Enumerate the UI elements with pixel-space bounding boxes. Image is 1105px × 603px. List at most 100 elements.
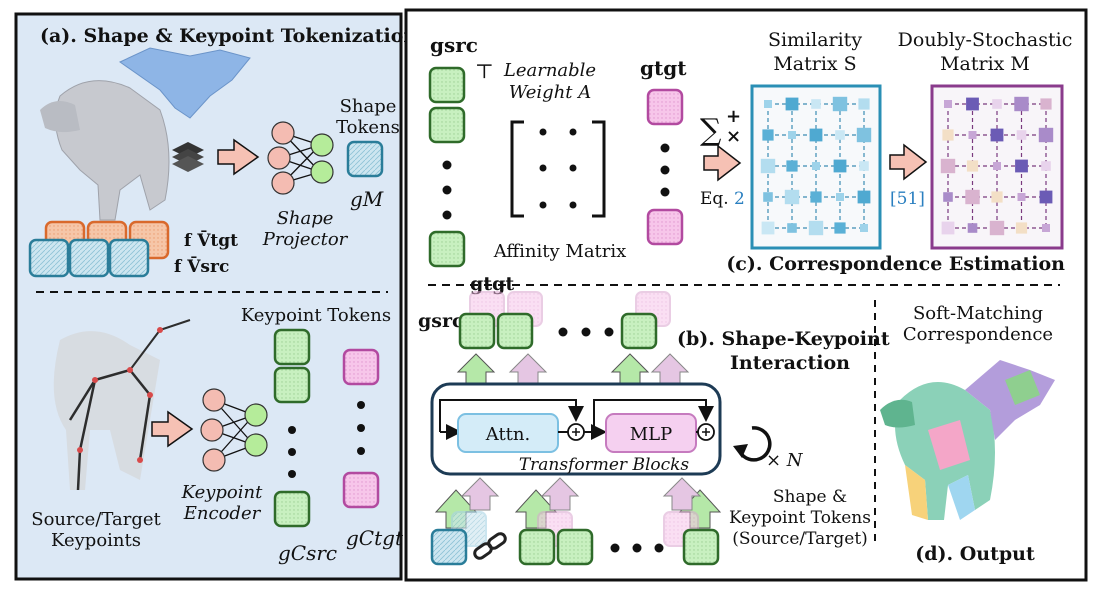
matrix-cell [993, 162, 1001, 170]
source-keypoint-tokens [273, 328, 311, 528]
matrix-cell [1017, 193, 1026, 201]
doubly-label-1: Doubly-Stochastic [898, 29, 1073, 51]
matrix-cell [856, 127, 872, 143]
panel-a-title: (a). Shape & Keypoint Tokenization [40, 25, 417, 47]
f-src-label: f V̄src [174, 256, 229, 277]
matrix-cell [1042, 224, 1050, 232]
ref-label: [51] [890, 189, 925, 209]
tokens-label-2: Keypoint Tokens [729, 508, 871, 528]
shape-token-box [346, 140, 384, 178]
c-g-tgt-label: gtgt [640, 56, 687, 80]
shape-mesh-illustration [40, 47, 251, 221]
residual-1 [439, 399, 584, 432]
matrix-cell [942, 129, 954, 141]
matrix-cell [835, 130, 845, 140]
doubly-matrix-grid [940, 96, 1054, 236]
plus-symbol: + [726, 106, 741, 127]
matrix-cell [1014, 96, 1029, 112]
matrix-cell [1016, 130, 1027, 140]
c-g-src-label: gsrc [430, 33, 478, 57]
b-up-arrows-top [456, 353, 690, 386]
shape-projector-label-2: Projector [262, 229, 349, 250]
matrix-cell [941, 221, 955, 235]
shape-tokens-label-1: Shape [340, 96, 397, 117]
keypoint-skeleton-illustration [53, 319, 191, 491]
matrix-cell [1040, 98, 1052, 110]
matrix-cell [1015, 159, 1028, 173]
b-g-src-label: gsrc [418, 310, 464, 332]
matrix-cell [965, 189, 980, 205]
matrix-cell [809, 128, 823, 142]
source-target-label-1: Source/Target [31, 509, 161, 530]
source-target-label-2: Keypoints [51, 530, 141, 551]
matrix-cell [1015, 222, 1028, 234]
similarity-matrix-grid [760, 96, 872, 236]
c-source-tokens [428, 66, 466, 268]
matrix-cell [811, 99, 821, 109]
target-keypoint-tokens [342, 348, 380, 509]
transpose-symbol: ⊤ [475, 59, 494, 83]
soft-matching-label-1: Soft-Matching [913, 303, 1043, 324]
source-shape-tokens [28, 238, 150, 278]
matrix-cell [762, 129, 774, 141]
arrow-to-doubly [889, 143, 928, 181]
b-g-tgt-label: gtgt [470, 273, 514, 295]
matrix-cell [1041, 161, 1051, 171]
doubly-label-2: Matrix M [940, 53, 1030, 75]
learnable-weight-label-1: Learnable [503, 60, 596, 81]
matrix-cell [968, 131, 977, 139]
matrix-cell [858, 98, 870, 110]
matrix-cell [966, 160, 979, 172]
matrix-cell [763, 192, 773, 202]
matrix-cell [989, 220, 1005, 236]
output-mesh-illustration [880, 360, 1055, 520]
matrix-cell [785, 97, 799, 111]
panel-c-title: (c). Correspondence Estimation [726, 253, 1065, 275]
matrix-cell [784, 189, 800, 205]
layers-icon [172, 142, 204, 172]
matrix-cell [992, 99, 1002, 109]
matrix-cell [760, 158, 776, 174]
mlp-label: MLP [630, 424, 673, 445]
eq-number: 2 [734, 189, 745, 209]
matrix-cell [966, 97, 979, 111]
shape-projector-network [267, 121, 334, 195]
matrix-cell [990, 128, 1004, 142]
learnable-weight-label-2: Weight A [509, 82, 592, 103]
chain-link-icon [473, 532, 507, 560]
f-tgt-label: f V̄tgt [184, 230, 238, 251]
panel-d-title: (d). Output [915, 543, 1035, 565]
arrow-to-projector [217, 138, 260, 176]
tokens-label-1: Shape & [773, 487, 847, 507]
affinity-matrix-brackets [510, 120, 606, 218]
affinity-matrix-label: Affinity Matrix [493, 241, 627, 262]
matrix-cell [787, 223, 797, 233]
keypoint-encoder-label-2: Encoder [183, 503, 262, 524]
repeat-icon [733, 426, 772, 462]
matrix-cell [944, 100, 952, 108]
c-target-tokens [646, 88, 684, 246]
matrix-cell [834, 222, 846, 234]
matrix-cell [991, 191, 1003, 203]
shape-tokens-label-2: Tokens [336, 117, 400, 138]
matrix-cell [810, 191, 822, 203]
attn-label: Attn. [485, 424, 530, 445]
keypoint-tokens-label: Keypoint Tokens [241, 305, 391, 326]
panel-b-title-1: (b). Shape-Keypoint [677, 328, 890, 350]
soft-matching-label-2: Correspondence [903, 324, 1053, 345]
repeat-label: × N [766, 450, 804, 471]
panel-b-title-2: Interaction [730, 352, 850, 374]
times-symbol: × [726, 126, 741, 147]
matrix-cell [764, 100, 772, 108]
matrix-cell [1039, 190, 1053, 204]
matrix-cell [833, 159, 847, 173]
sum-symbol: ∑ [700, 113, 722, 148]
g-c-src-label: gCsrc [278, 541, 337, 565]
b-output-tokens [458, 291, 671, 350]
keypoint-encoder-label-1: Keypoint [181, 482, 263, 503]
matrix-cell [860, 224, 868, 232]
matrix-cell [761, 221, 775, 235]
matrix-cell [832, 96, 848, 112]
eq-label: Eq. [700, 189, 729, 209]
